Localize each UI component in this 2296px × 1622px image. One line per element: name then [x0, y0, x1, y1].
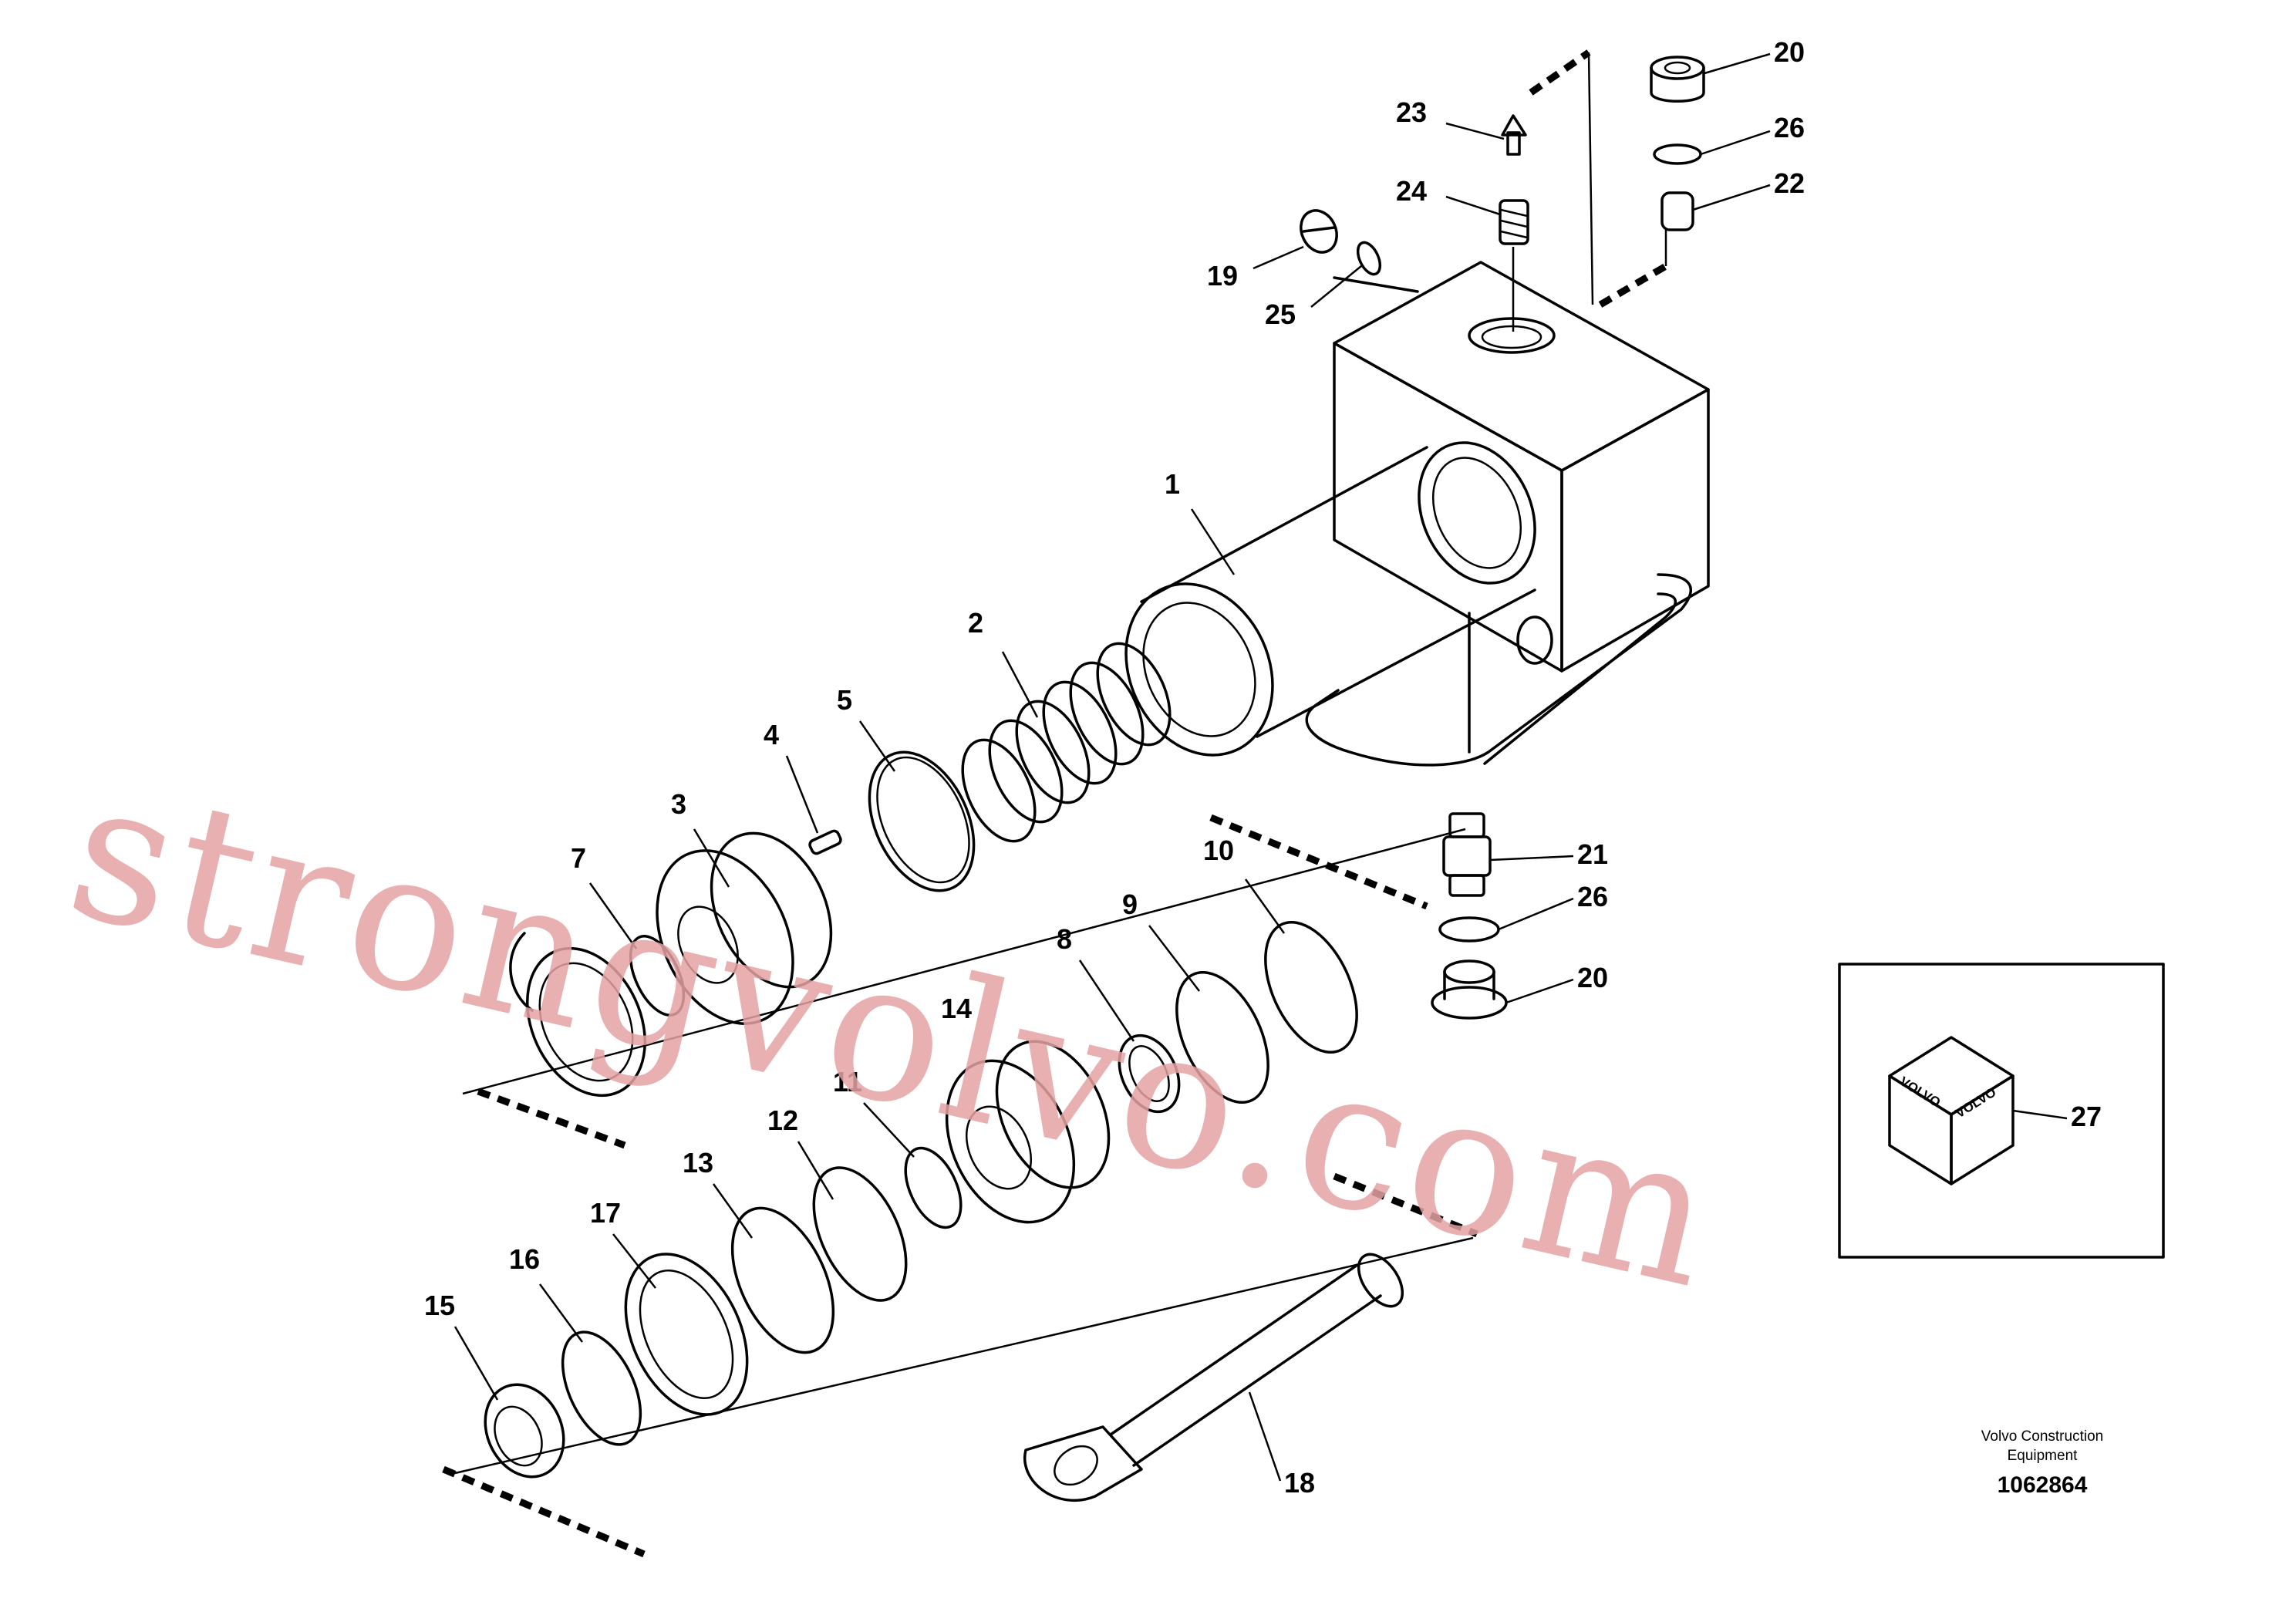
dashed-group-outline-piston	[477, 814, 1428, 1149]
part-10-ring	[1264, 920, 1358, 1054]
callout-17: 17	[590, 1197, 621, 1229]
callout-26-lower: 26	[1577, 881, 1608, 912]
callout-9: 9	[1122, 889, 1138, 920]
credit-line-2: Equipment	[2008, 1448, 2079, 1464]
document-number: 1062864	[1998, 1472, 2088, 1498]
part-7-o-ring	[629, 935, 686, 1017]
callout-20-lower: 20	[1577, 962, 1608, 993]
callout-21: 21	[1577, 838, 1608, 870]
callout-12: 12	[767, 1104, 798, 1136]
tube-pipe	[1305, 573, 1692, 767]
callout-labels: 1 2 3 4 5 7 8 9 10 11 12 13 14 15 16 17 …	[424, 36, 2102, 1499]
part-25-o-ring	[1356, 241, 1382, 276]
part-26-o-ring-top	[1653, 143, 1702, 165]
volvo-logo-text-left: VOLVO	[1897, 1074, 1943, 1110]
callout-2: 2	[968, 607, 983, 639]
part-21-fitting	[1442, 812, 1492, 897]
callout-4: 4	[764, 719, 779, 750]
part-27-kit-box-frame: VOLVO VOLVO	[1838, 963, 2165, 1259]
callout-13: 13	[683, 1147, 713, 1179]
part-19-plug	[1300, 209, 1338, 254]
callout-3: 3	[671, 788, 686, 820]
part-23-valve-poppet	[1501, 114, 1527, 156]
callout-26-top: 26	[1774, 112, 1805, 143]
part-3-piston	[656, 831, 833, 1025]
part-14-piston	[945, 1040, 1111, 1224]
part-20-plug-lower	[1431, 959, 1508, 1020]
part-1-valve-body	[1333, 261, 1710, 754]
part-12-snap-ring	[812, 1166, 908, 1302]
callout-11: 11	[833, 1066, 862, 1098]
callout-19: 19	[1207, 260, 1238, 292]
part-1-cylinder-barrel	[1124, 441, 1536, 757]
callout-16: 16	[509, 1243, 540, 1275]
part-2-spring	[961, 642, 1172, 843]
part-18-piston-rod	[1023, 1253, 1404, 1502]
callout-24: 24	[1396, 175, 1427, 207]
callout-15: 15	[424, 1290, 455, 1321]
part-13-ring	[730, 1206, 835, 1354]
part-17-washer	[624, 1253, 749, 1416]
callout-22: 22	[1774, 167, 1805, 199]
part-5-ring	[868, 750, 976, 892]
credit-line-1: Volvo Construction	[1981, 1428, 2103, 1445]
callout-23: 23	[1396, 96, 1427, 128]
volvo-logo-text-right: VOLVO	[1953, 1084, 1998, 1121]
callout-25: 25	[1265, 298, 1296, 330]
callout-18: 18	[1284, 1467, 1315, 1499]
part-4-pin	[808, 829, 842, 855]
credit-block: Volvo Construction Equipment 1062864	[1981, 1428, 2103, 1498]
part-9-ring	[1175, 970, 1269, 1104]
callout-5: 5	[837, 684, 852, 716]
callout-14: 14	[941, 993, 972, 1024]
callout-20-top: 20	[1774, 36, 1805, 68]
dashed-group-outline-rod	[442, 1172, 1478, 1558]
part-20-plug-top	[1650, 56, 1705, 103]
callout-27: 27	[2071, 1101, 2102, 1132]
part-15-bushing	[484, 1383, 565, 1479]
callout-8: 8	[1057, 923, 1072, 955]
callout-10: 10	[1203, 835, 1234, 866]
part-22-insert-top	[1660, 191, 1694, 231]
callout-1: 1	[1165, 468, 1180, 500]
part-24-spring	[1499, 199, 1529, 245]
part-11-ring	[904, 1146, 963, 1229]
callout-7: 7	[571, 842, 586, 874]
leader-lines	[453, 52, 2068, 1482]
dashed-group-outline-top	[1529, 49, 1668, 308]
part-26-o-ring-lower	[1438, 916, 1500, 943]
guide-ring	[509, 932, 646, 1098]
